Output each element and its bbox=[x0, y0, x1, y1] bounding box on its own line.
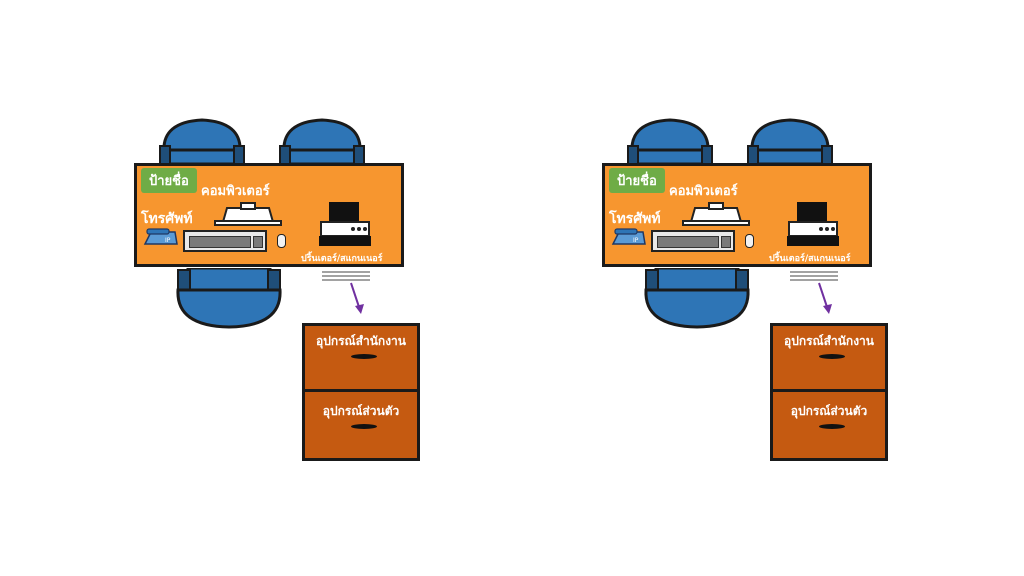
svg-text:IP: IP bbox=[165, 237, 171, 244]
monitor-icon bbox=[213, 202, 283, 230]
keyboard-icon bbox=[651, 230, 735, 252]
phone-label: โทรศัพท์ bbox=[609, 211, 661, 227]
computer-label: คอมพิวเตอร์ bbox=[201, 184, 270, 199]
mouse-icon bbox=[277, 234, 286, 248]
keyboard-icon bbox=[183, 230, 267, 252]
desk: ป้ายชื่อ คอมพิวเตอร์ โทรศัพท์ IP bbox=[602, 163, 872, 267]
drawer-handle bbox=[819, 424, 845, 429]
chair-icon bbox=[278, 118, 366, 172]
drawer-handle bbox=[819, 354, 845, 359]
arrow-icon bbox=[348, 282, 368, 320]
chair-icon bbox=[174, 268, 284, 330]
phone-icon: IP bbox=[143, 228, 179, 252]
desk-shadow-lines bbox=[790, 268, 840, 287]
svg-text:IP: IP bbox=[633, 237, 639, 244]
printer-label: ปริ้นเตอร์/สแกนเนอร์ bbox=[769, 254, 851, 264]
desk-shadow-lines bbox=[322, 268, 372, 287]
chair-icon bbox=[642, 268, 752, 330]
drawer-personal-items: อุปกรณ์ส่วนตัว bbox=[305, 392, 417, 458]
workstation-left: ป้ายชื่อ คอมพิวเตอร์ โทรศัพท์ IP bbox=[130, 0, 430, 576]
printer-icon bbox=[785, 200, 841, 252]
printer-icon bbox=[317, 200, 373, 252]
drawer-personal-items: อุปกรณ์ส่วนตัว bbox=[773, 392, 885, 458]
monitor-icon bbox=[681, 202, 751, 230]
computer-label: คอมพิวเตอร์ bbox=[669, 184, 738, 199]
filing-cabinet: อุปกรณ์สำนักงาน อุปกรณ์ส่วนตัว bbox=[302, 323, 420, 461]
drawer-label: อุปกรณ์ส่วนตัว bbox=[790, 404, 868, 418]
arrow-icon bbox=[816, 282, 836, 320]
drawer-handle bbox=[351, 424, 377, 429]
workstation-right: ป้ายชื่อ คอมพิวเตอร์ โทรศัพท์ IP bbox=[598, 0, 898, 576]
printer-label: ปริ้นเตอร์/สแกนเนอร์ bbox=[301, 254, 383, 264]
drawer-label: อุปกรณ์สำนักงาน bbox=[784, 334, 874, 348]
chair-icon bbox=[746, 118, 834, 172]
phone-icon: IP bbox=[611, 228, 647, 252]
nameplate: ป้ายชื่อ bbox=[141, 168, 197, 193]
drawer-label: อุปกรณ์สำนักงาน bbox=[316, 334, 406, 348]
filing-cabinet: อุปกรณ์สำนักงาน อุปกรณ์ส่วนตัว bbox=[770, 323, 888, 461]
desk: ป้ายชื่อ คอมพิวเตอร์ โทรศัพท์ IP bbox=[134, 163, 404, 267]
phone-label: โทรศัพท์ bbox=[141, 211, 193, 227]
drawer-handle bbox=[351, 354, 377, 359]
nameplate: ป้ายชื่อ bbox=[609, 168, 665, 193]
drawer-office-supplies: อุปกรณ์สำนักงาน bbox=[773, 326, 885, 392]
drawer-office-supplies: อุปกรณ์สำนักงาน bbox=[305, 326, 417, 392]
drawer-label: อุปกรณ์ส่วนตัว bbox=[322, 404, 400, 418]
mouse-icon bbox=[745, 234, 754, 248]
